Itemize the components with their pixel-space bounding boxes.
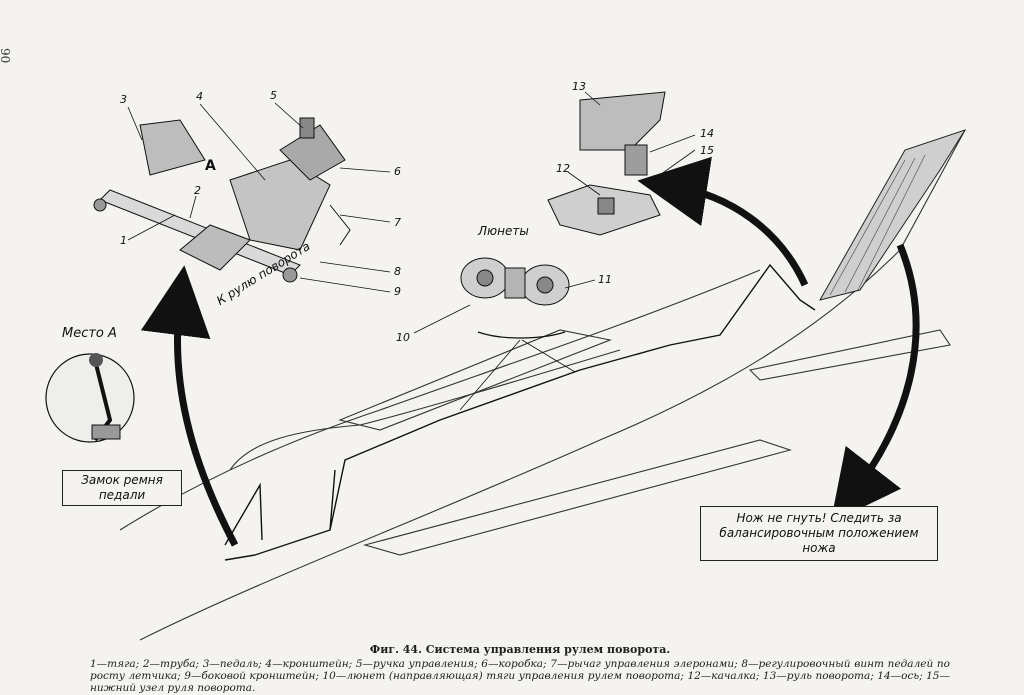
flow-arrows — [140, 156, 920, 547]
callout-15: 15 — [700, 144, 714, 157]
stabilizer-shapes — [338, 329, 951, 556]
callout-14: 14 — [700, 127, 714, 140]
callout-1: 1 — [120, 234, 127, 247]
callout-9: 9 — [394, 285, 401, 298]
rudder-detail — [547, 91, 666, 236]
lunette-parts — [460, 257, 570, 306]
callout-3: 3 — [120, 93, 127, 106]
view-letter-a: А — [205, 158, 216, 174]
lunettes-label: Люнеты — [478, 224, 529, 238]
callout-4: 4 — [196, 90, 203, 103]
pedal-assembly — [93, 117, 351, 283]
caption-body: 1—тяга; 2—труба; 3—педаль; 4—кронштейн; … — [90, 658, 950, 694]
figure-caption: Фиг. 44. Система управления рулем поворо… — [90, 643, 950, 695]
rudder-fin — [818, 129, 967, 301]
control-rods — [224, 263, 816, 561]
callout-11: 11 — [598, 273, 612, 286]
callout-5: 5 — [270, 89, 277, 102]
callout-7: 7 — [394, 216, 401, 229]
caption-title: Фиг. 44. Система управления рулем поворо… — [369, 643, 671, 656]
pedal-strap-lock-label: Замок ремня педали — [62, 470, 182, 506]
callout-13: 13 — [572, 80, 586, 93]
callout-2: 2 — [194, 184, 201, 197]
leader-lines — [127, 91, 696, 411]
callout-10: 10 — [396, 331, 410, 344]
trim-tab-warning: Нож не гнуть! Следить за балансировочным… — [700, 506, 938, 561]
callout-12: 12 — [556, 162, 570, 175]
detail-a-circle — [45, 353, 135, 443]
page-number: 90 — [0, 48, 12, 64]
callout-6: 6 — [394, 165, 401, 178]
lunette-bracket-arc — [477, 331, 566, 339]
detail-a-label: Место А — [62, 326, 117, 341]
callout-8: 8 — [394, 265, 401, 278]
